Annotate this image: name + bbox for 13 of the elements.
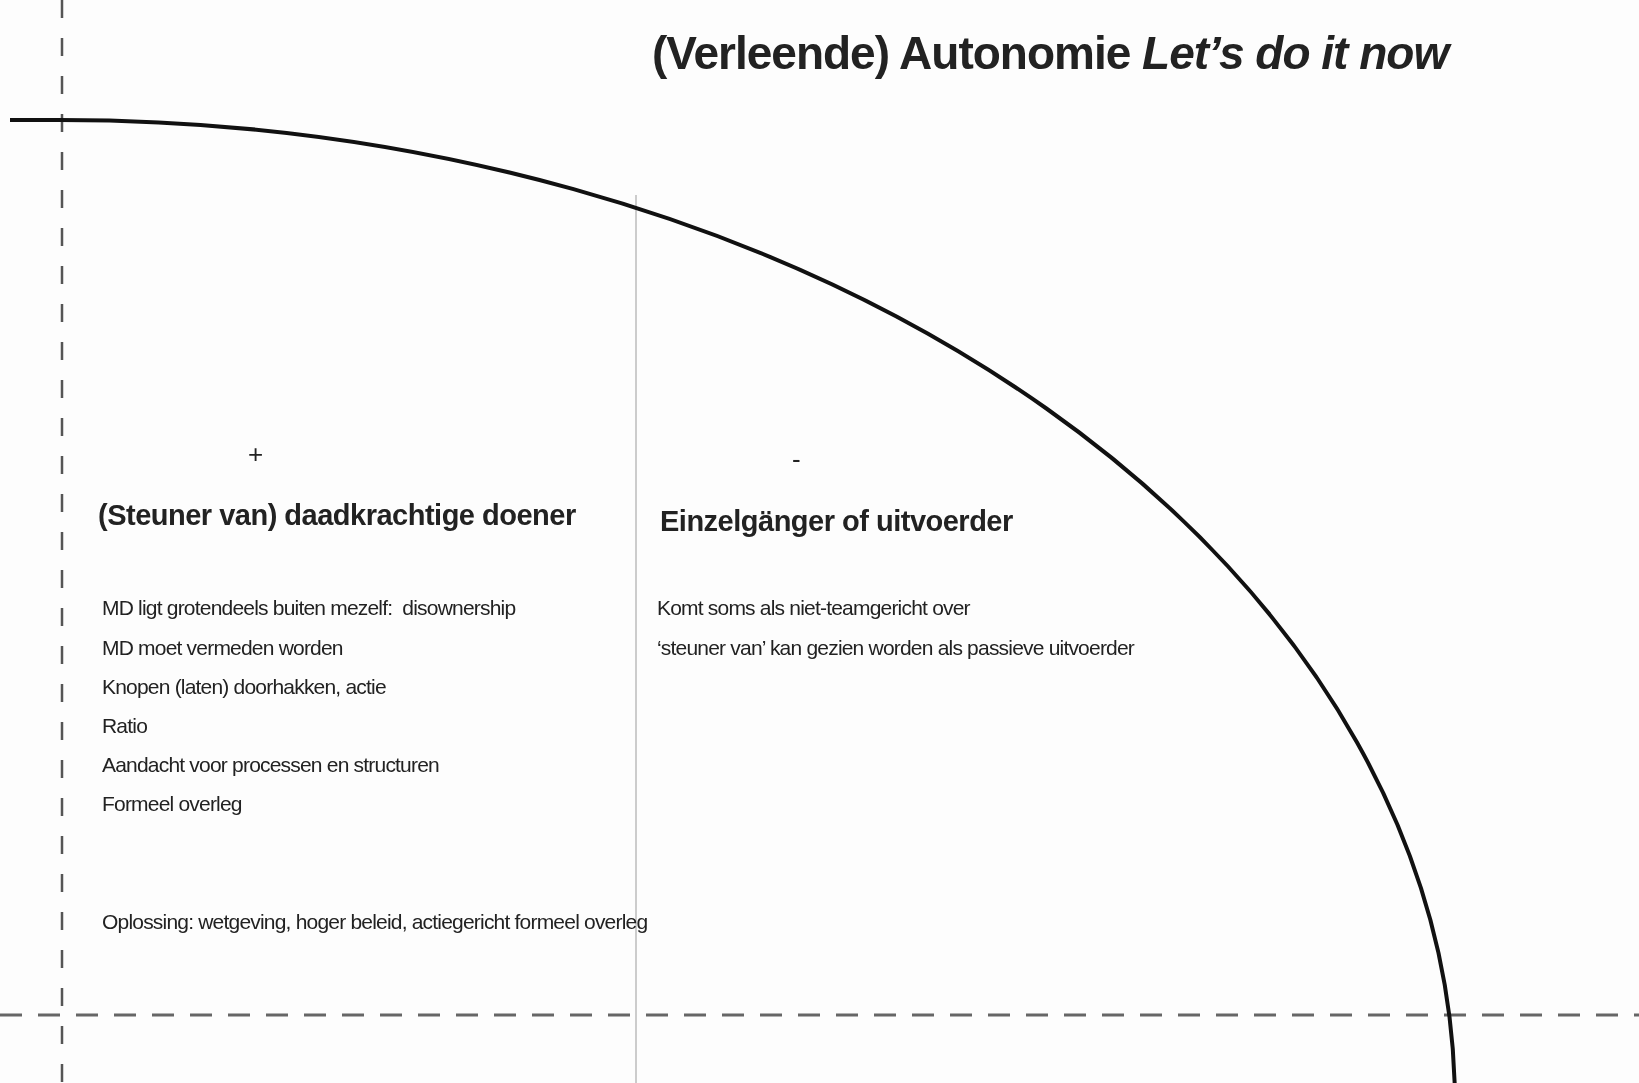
note-text: ‘steuner van’ kan gezien worden als passieve uitvoerder [657,636,1135,660]
list-item: MD ligt grotendeels buiten mezelf: disownership [102,596,516,620]
heading: (Steuner van) daadkrachtige doener [98,500,576,532]
list-item: Aandacht voor processen en structuren [102,753,439,777]
solution-text: Oplossing: wetgeving, hoger beleid, actiegericht formeel overleg [102,910,648,934]
list-item: Formeel overleg [102,792,242,816]
list-item: MD moet vermeden worden [102,636,343,660]
heading: Einzelgänger of uitvoerder [660,506,1013,538]
list-item: Knopen (laten) doorhakken, actie [102,675,386,699]
plus-sign: + [248,440,263,469]
minus-sign: - [792,445,800,474]
list-item: Ratio [102,714,148,738]
note-text: Komt soms als niet-teamgericht over [657,596,970,620]
